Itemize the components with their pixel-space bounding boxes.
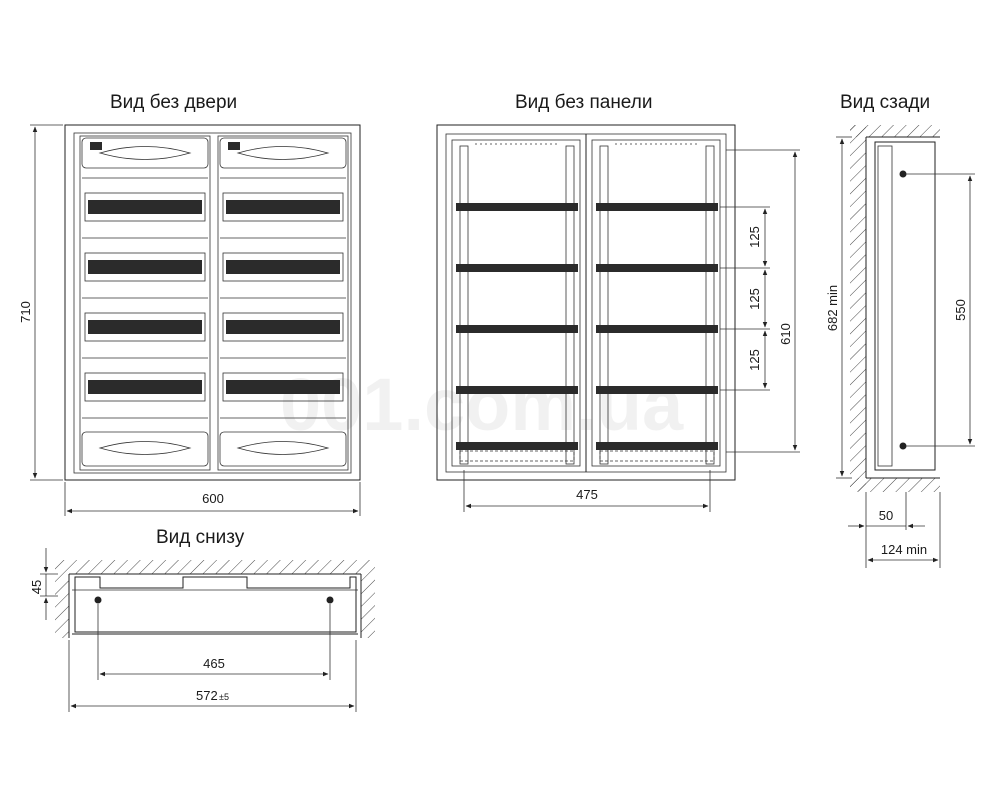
right-section [217,135,349,471]
wall-hatch [850,125,866,491]
view-without-door: Вид без двери [18,92,361,516]
cabinet-frame-panel-view [436,124,736,481]
dimension-recess-682: 682 min [825,136,852,479]
mounting-hole [94,596,102,604]
dim-label-50: 50 [879,508,893,523]
dim-label-45: 45 [29,580,44,594]
mounting-hole [899,170,907,178]
dimension-width-600: 600 [64,482,361,516]
cabinet-bottom-outline [74,576,357,633]
din-rail [596,264,718,272]
din-rail [456,264,578,272]
wall-hatch-bottom [55,560,375,574]
mounting-hole [899,442,907,450]
watermark: 001.com.ua [280,363,684,446]
din-rail [596,325,718,333]
view-without-door-title: Вид без двери [110,92,237,113]
dim-label-124-min: 124 min [881,542,927,557]
left-section [79,135,211,471]
terminal-block [456,442,578,450]
view-rear-title: Вид сзади [840,92,930,113]
dimension-depth-45: 45 [29,548,58,620]
terminal-block [596,442,718,450]
dimension-height-710: 710 [18,124,63,481]
din-rail [456,203,578,211]
dimension-width-475: 475 [463,470,711,512]
cabinet-side-profile [874,141,936,471]
dim-label-572-tolerance: ±5 [219,692,229,702]
dimension-rail-pitch: 125 125 125 [720,206,770,391]
cabinet-inner-frame [73,132,352,474]
din-rail [596,386,718,394]
dim-label-682-min: 682 min [825,285,840,331]
dim-label-550: 550 [953,299,968,321]
dim-label-600: 600 [202,491,224,506]
dim-label-125-a: 125 [747,226,762,248]
mounting-frame-left [451,139,581,467]
dimension-height-610: 610 [726,149,800,453]
dim-label-475: 475 [576,487,598,502]
dimension-mount-465: 465 [97,604,331,680]
dimension-depth: 50 124 min [848,492,941,568]
view-without-panel: Вид без панели [436,92,800,512]
view-bottom-title: Вид снизу [156,527,245,548]
view-without-panel-title: Вид без панели [515,92,652,113]
mounting-frame-right [591,139,721,467]
din-rail [456,325,578,333]
dim-label-710: 710 [18,301,33,323]
din-rail [596,203,718,211]
dim-label-572: 572 [196,688,218,703]
dim-label-125-b: 125 [747,288,762,310]
view-rear: Вид сзади 550 682 min [825,92,975,568]
dim-label-610: 610 [778,323,793,345]
dim-label-125-c: 125 [747,349,762,371]
dimension-width-572: 572 ±5 [68,640,357,712]
dimension-mount-550: 550 [906,173,975,447]
din-rail [456,386,578,394]
dim-label-465: 465 [203,656,225,671]
mounting-hole [326,596,334,604]
cabinet-outer-frame [64,124,361,481]
view-bottom: Вид снизу 45 465 [29,527,375,712]
